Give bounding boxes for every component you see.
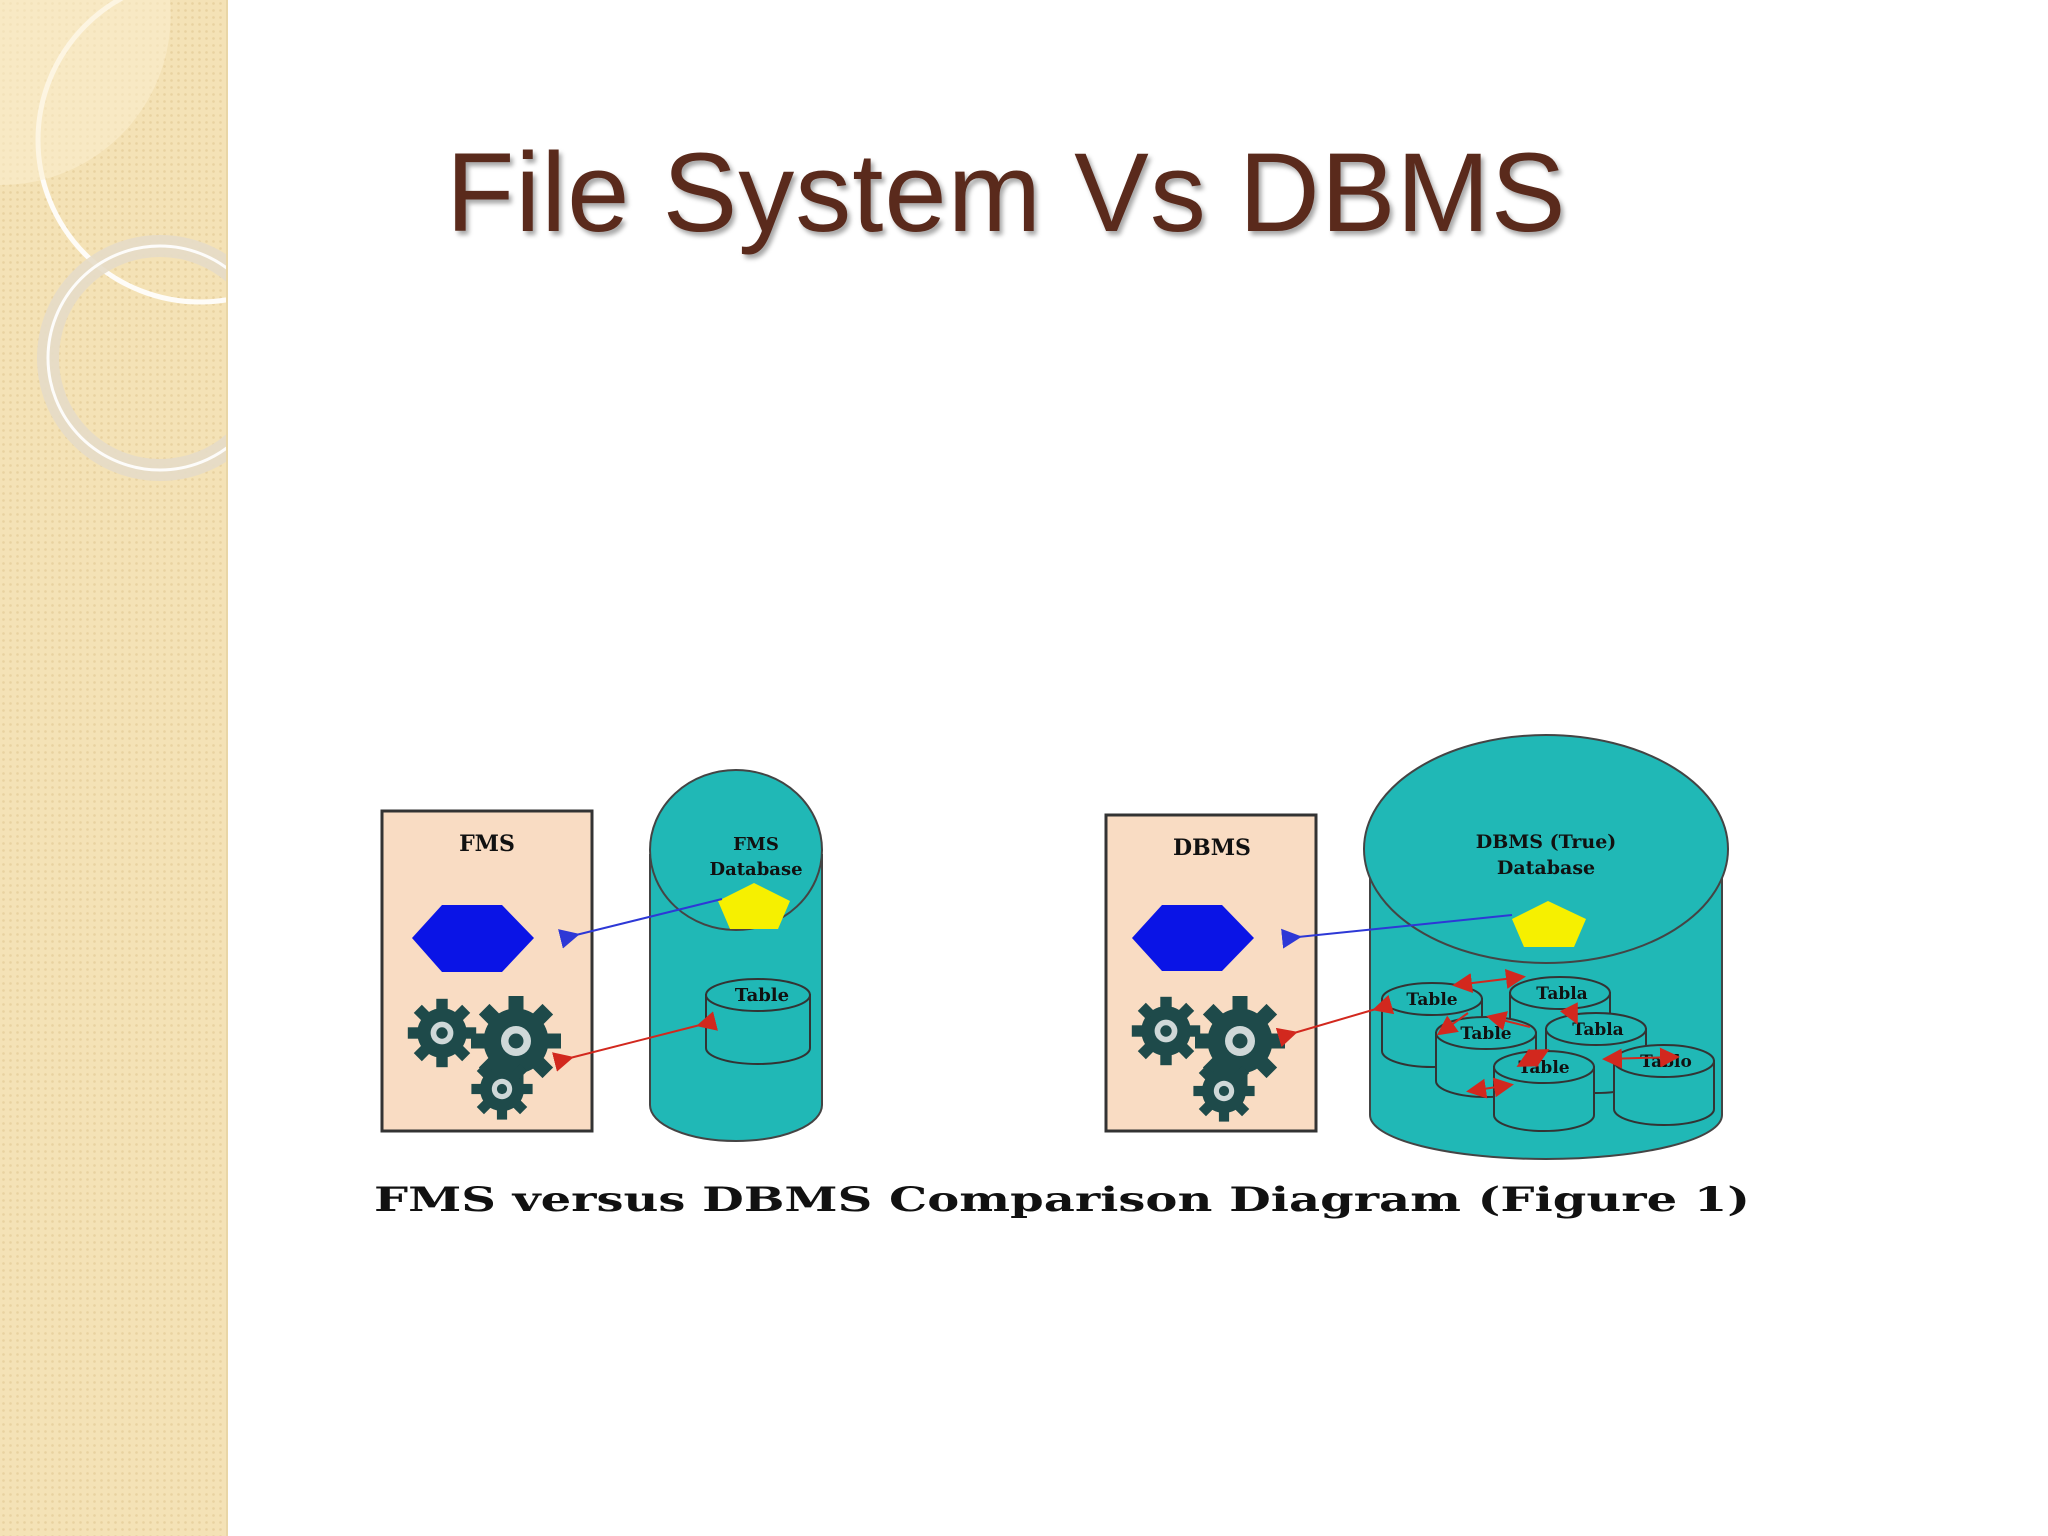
dbms-relationship-arrows (1436, 968, 1680, 1099)
diagram-caption: FMS versus DBMS Comparison Diagram (Figu… (374, 1180, 1750, 1220)
dbms-system-label: DBMS (1173, 835, 1251, 861)
dbms-table-label: Tabla (1536, 984, 1587, 1004)
dbms-table-label: Table (1460, 1024, 1511, 1044)
dbms-tables: Table Tabla Table Tabla (1381, 976, 1715, 1132)
hexagon-icon (1132, 905, 1254, 971)
dbms-database-label-1: DBMS (True) (1476, 831, 1617, 853)
dbms-panel: DBMS DBMS (True) Database Table (1104, 734, 1729, 1160)
fms-table-label: Table (735, 985, 789, 1006)
fms-database-label-2: Database (709, 859, 802, 880)
dbms-table-label: Tabla (1572, 1020, 1623, 1040)
fms-database-cylinder: FMS Database Table (649, 769, 823, 1142)
dbms-table-label: Tablo (1640, 1052, 1692, 1072)
decorative-circles (0, 0, 226, 481)
fms-system-label: FMS (459, 831, 515, 857)
fms-database-label-1: FMS (733, 834, 779, 855)
hexagon-icon (412, 905, 534, 972)
decorative-side-band (0, 0, 228, 1536)
fms-blue-arrow (558, 898, 723, 949)
dbms-table: Table (1435, 1016, 1537, 1098)
fms-vs-dbms-diagram: FMS FMS Database Table (370, 715, 1760, 1235)
dbms-table: Table (1493, 1050, 1595, 1132)
dbms-table-label: Table (1406, 990, 1457, 1010)
dbms-database-label-2: Database (1497, 857, 1595, 879)
slide-title: File System Vs DBMS (446, 130, 1567, 255)
fms-red-arrow (552, 1011, 718, 1072)
pentagon-icon (718, 883, 790, 929)
fms-table: Table (705, 978, 811, 1065)
pentagon-icon (1512, 901, 1586, 947)
dbms-red-arrow (1275, 994, 1395, 1048)
dbms-blue-arrow (1281, 914, 1513, 949)
fms-panel: FMS FMS Database Table (380, 769, 823, 1142)
